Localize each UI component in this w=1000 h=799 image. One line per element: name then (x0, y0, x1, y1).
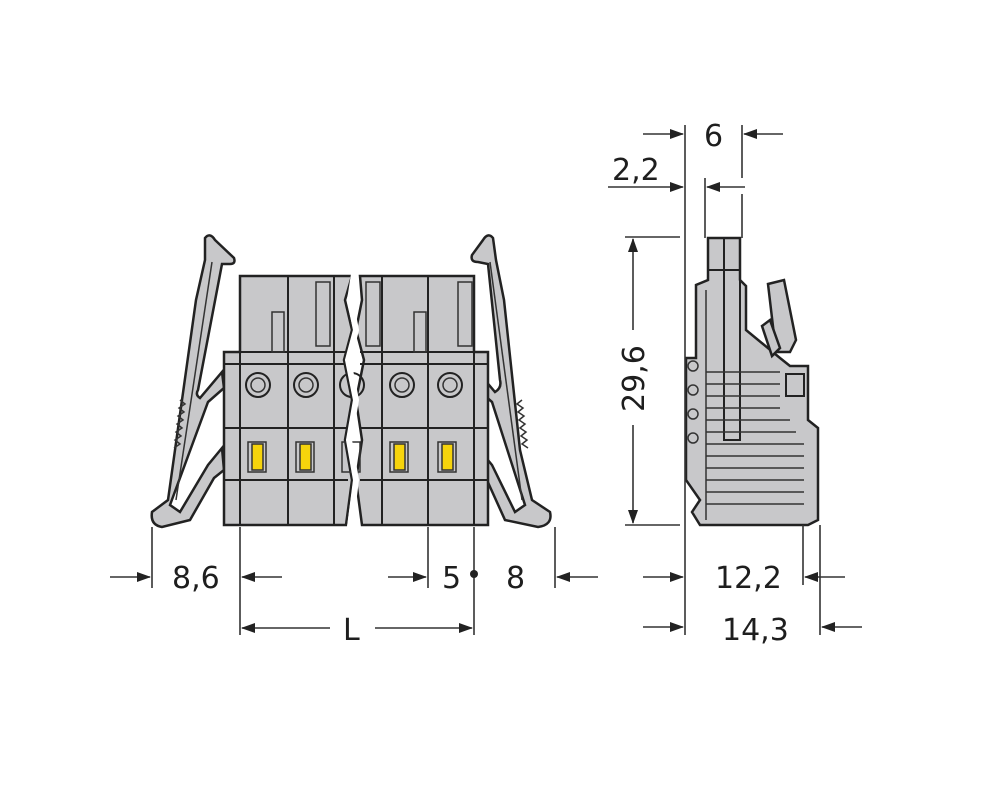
side-rib-lines (706, 371, 804, 505)
dim-total-depth: 14,3 (722, 613, 789, 648)
side-view (684, 236, 820, 527)
front-view (150, 234, 552, 529)
side-latch (760, 278, 805, 397)
dim-top-width: 6 (704, 119, 723, 154)
dim-body-depth: 12,2 (715, 561, 782, 596)
housing-left-half (222, 274, 354, 527)
right-locking-lever (470, 234, 552, 529)
left-locking-lever (150, 234, 236, 529)
break-line (344, 273, 360, 528)
side-wire-holes (687, 360, 699, 444)
dim-height: 29,6 (617, 345, 652, 412)
dim-length-L: L (343, 613, 360, 648)
side-dimensions: 6 2,2 29,6 12,2 14,3 (608, 119, 862, 648)
dim-right-lever: 8 (506, 561, 525, 596)
dim-left-lever: 8,6 (172, 561, 220, 596)
housing-right-half (354, 274, 490, 527)
dim-pitch: 5 (442, 561, 461, 596)
dim-top-offset: 2,2 (612, 153, 660, 188)
front-dimensions: 8,6 5 8 L (110, 527, 598, 648)
contact-indicators (247, 441, 457, 473)
